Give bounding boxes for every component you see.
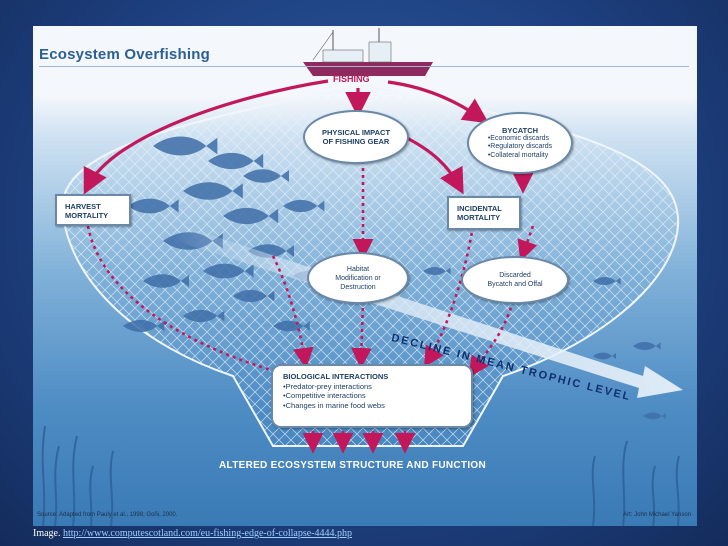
image-caption: Image. http://www.computescotland.com/eu…	[33, 528, 352, 539]
harvest-line-1: HARVEST	[65, 202, 101, 211]
fish-icon	[128, 198, 179, 214]
source-credit: Source: Adapted from Pauly et al., 1998;…	[37, 512, 178, 518]
biological-item: •Predator-prey interactions	[283, 381, 372, 391]
fish-icon	[273, 320, 310, 332]
habitat-line-1: Habitat	[346, 265, 370, 273]
fishing-label: FISHING	[333, 74, 370, 84]
title-divider	[39, 66, 689, 67]
bycatch-item: •Regulatory discards	[487, 143, 553, 151]
fish-icon	[593, 352, 616, 360]
biological-interactions-node: BIOLOGICAL INTERACTIONS •Predator-prey i…	[271, 364, 473, 428]
fish-icon	[183, 309, 225, 323]
incidental-mortality-node: INCIDENTAL MORTALITY	[447, 196, 521, 230]
bycatch-list: •Economic discards •Regulatory discards …	[488, 135, 552, 161]
fish-icon	[643, 412, 666, 420]
fish-icon	[633, 341, 661, 351]
dotted-arrows	[86, 161, 538, 454]
discarded-line-2: Bycatch and Offal	[487, 281, 543, 288]
fish-icon	[153, 136, 218, 156]
fish-icon	[143, 274, 189, 288]
diagram-title: Ecosystem Overfishing	[39, 46, 210, 63]
harvest-mortality-node: HARVEST MORTALITY	[55, 194, 131, 226]
discarded-node: Discarded Bycatch and Offal	[461, 256, 569, 304]
fish-icon	[223, 207, 279, 225]
fish-icon	[208, 152, 264, 170]
discarded-line-1: Discarded	[499, 272, 531, 279]
physical-impact-line-2: OF FISHING GEAR	[322, 137, 390, 146]
bycatch-title: BYCATCH	[501, 125, 539, 135]
habitat-node: Habitat Modification or Destruction	[307, 252, 409, 304]
biological-item: •Competitive interactions	[283, 391, 366, 400]
caption-link[interactable]: http://www.computescotland.com/eu-fishin…	[63, 528, 352, 539]
fish-icon	[423, 266, 451, 276]
habitat-line-3: Destruction	[340, 283, 376, 291]
fish-icon	[123, 319, 165, 333]
bycatch-item: •Collateral mortality	[487, 151, 549, 159]
bycatch-item: •Economic discards	[487, 134, 550, 142]
harvest-line-2: MORTALITY	[65, 211, 109, 220]
biological-item: •Changes in marine food webs	[283, 400, 385, 410]
art-credit: Art: John Michael Yanson	[623, 512, 691, 518]
physical-impact-node: PHYSICAL IMPACT OF FISHING GEAR	[303, 110, 409, 164]
fish-icon	[203, 263, 254, 279]
incidental-line-2: MORTALITY	[457, 213, 501, 222]
fish-icon	[183, 182, 243, 200]
fish-icon	[593, 276, 621, 286]
caption-prefix: Image.	[33, 528, 61, 539]
decline-arrow	[173, 226, 683, 398]
bycatch-node: BYCATCH •Economic discards •Regulatory d…	[467, 112, 573, 174]
altered-ecosystem-label: ALTERED ECOSYSTEM STRUCTURE AND FUNCTION	[219, 460, 486, 471]
diagram-panel: Ecosystem Overfishing FISHING PHYSICAL I…	[33, 26, 697, 526]
fish-icon	[233, 289, 275, 303]
habitat-line-2: Modification or	[335, 274, 381, 282]
seabed-plants	[41, 425, 680, 526]
incidental-line-1: INCIDENTAL	[457, 204, 502, 213]
fish-icon	[243, 169, 289, 183]
fishing-boat	[303, 28, 433, 76]
physical-impact-line-1: PHYSICAL IMPACT	[321, 128, 391, 137]
fish-icon	[283, 199, 325, 213]
biological-title: BIOLOGICAL INTERACTIONS	[283, 372, 389, 381]
solid-arrows	[83, 79, 489, 195]
